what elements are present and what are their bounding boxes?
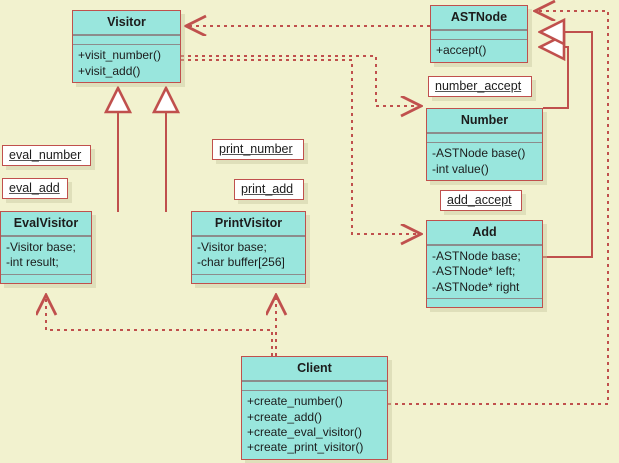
compartment-separator	[242, 380, 387, 382]
note-label-text: number_accept	[435, 79, 522, 93]
note-label-text: print_add	[241, 182, 294, 196]
compartment-separator	[192, 235, 305, 237]
attributes-compartment-client	[242, 382, 387, 390]
note-label-text: add_accept	[447, 193, 512, 207]
relation-add-to-astnode	[542, 32, 593, 258]
spacer-compartment-number	[427, 134, 542, 142]
note-print-number[interactable]: print_number	[212, 139, 304, 160]
operations-compartment-printvisitor	[192, 275, 305, 283]
class-name-number: Number	[460, 113, 509, 127]
class-box-number[interactable]: Number -ASTNode base() -int value()	[426, 108, 543, 182]
note-print-add[interactable]: print_add	[234, 179, 304, 200]
class-box-evalvisitor[interactable]: EvalVisitor -Visitor base; -int result;	[0, 211, 92, 285]
attribute-item: -ASTNode base;	[432, 248, 521, 263]
attribute-item: -Visitor base;	[197, 239, 267, 254]
attribute-item: -ASTNode* right	[432, 279, 520, 294]
operation-item: +accept()	[436, 43, 487, 58]
class-box-printvisitor[interactable]: PrintVisitor -Visitor base; -char buffer…	[191, 211, 306, 285]
attributes-compartment-number: -ASTNode base() -int value()	[427, 143, 542, 180]
note-add-accept[interactable]: add_accept	[440, 190, 522, 211]
operation-item: +create_number()	[247, 394, 343, 409]
operations-compartment-evalvisitor	[1, 275, 91, 283]
attributes-compartment-add: -ASTNode base; -ASTNode* left; -ASTNode*…	[427, 246, 542, 298]
class-name-client: Client	[297, 361, 332, 375]
attribute-item: -int value()	[432, 161, 489, 176]
class-box-client[interactable]: Client +create_number() +create_add() +c…	[241, 356, 388, 460]
attributes-compartment-printvisitor: -Visitor base; -char buffer[256]	[192, 237, 305, 274]
attributes-compartment-astnode	[431, 31, 527, 39]
class-name-visitor: Visitor	[107, 15, 146, 29]
note-label-text: eval_number	[9, 148, 82, 162]
compartment-separator	[192, 273, 305, 276]
operation-item: +create_print_visitor()	[247, 440, 364, 455]
relation-visitor-to-number	[181, 55, 419, 106]
note-number-accept[interactable]: number_accept	[428, 76, 532, 97]
compartment-separator	[73, 43, 180, 46]
attribute-item: -char buffer[256]	[197, 255, 285, 270]
attributes-compartment-visitor	[73, 36, 180, 44]
class-name-evalvisitor: EvalVisitor	[13, 216, 79, 230]
operations-compartment-astnode: +accept()	[431, 40, 527, 61]
operation-item: +create_add()	[247, 409, 323, 424]
class-box-visitor[interactable]: Visitor +visit_number() +visit_add()	[72, 10, 181, 84]
attribute-item: -Visitor base;	[6, 239, 76, 254]
note-eval-number[interactable]: eval_number	[2, 145, 91, 166]
class-name-add: Add	[472, 225, 497, 239]
attribute-item: -ASTNode* left;	[432, 264, 516, 279]
class-box-astnode[interactable]: ASTNode +accept()	[430, 5, 528, 63]
operations-compartment-add	[427, 299, 542, 307]
note-eval-add[interactable]: eval_add	[2, 178, 68, 199]
operation-item: +visit_number()	[78, 48, 162, 63]
attributes-compartment-evalvisitor: -Visitor base; -int result;	[1, 237, 91, 274]
relation-client-to-evalvisitor	[46, 297, 273, 356]
compartment-separator	[1, 273, 91, 276]
class-name-printvisitor: PrintVisitor	[214, 216, 283, 230]
note-label-text: print_number	[219, 142, 293, 156]
attribute-item: -int result;	[6, 255, 59, 270]
operations-compartment-client: +create_number() +create_add() +create_e…	[242, 391, 387, 458]
compartment-separator	[73, 34, 180, 36]
operation-item: +visit_add()	[78, 63, 141, 78]
relation-number-to-astnode	[542, 47, 569, 109]
class-name-astnode: ASTNode	[450, 10, 508, 24]
attribute-item: -ASTNode base()	[432, 146, 526, 161]
compartment-separator	[1, 235, 91, 237]
compartment-separator	[242, 389, 387, 392]
note-label-text: eval_add	[9, 181, 60, 195]
class-box-add[interactable]: Add -ASTNode base; -ASTNode* left; -ASTN…	[426, 220, 543, 309]
operations-compartment-visitor: +visit_number() +visit_add()	[73, 45, 180, 82]
operation-item: +create_eval_visitor()	[247, 425, 363, 440]
